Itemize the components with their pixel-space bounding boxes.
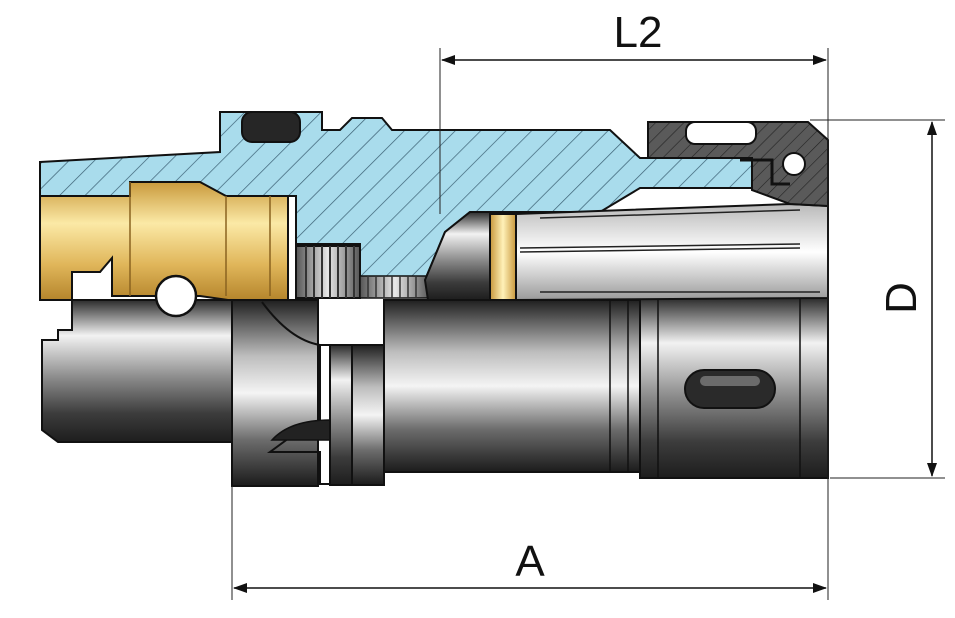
label-d: D — [877, 282, 926, 314]
shank-exterior — [41, 299, 233, 443]
keyway — [241, 111, 301, 143]
collet-brass-ring — [489, 213, 517, 301]
screw-threads — [305, 246, 355, 298]
extension-lines — [231, 48, 945, 600]
internal-thread — [359, 275, 431, 299]
collet-slits — [519, 209, 820, 293]
label-l2: L2 — [614, 8, 663, 57]
nut-slot — [685, 121, 757, 145]
nut-ball — [782, 152, 806, 176]
flange-exterior — [231, 299, 319, 487]
wrench-slot — [684, 369, 776, 409]
v-groove-ring-1 — [329, 344, 353, 486]
nut-ring — [740, 158, 790, 186]
locking-ball — [154, 274, 198, 318]
label-a: A — [515, 537, 545, 586]
v-groove-ring-2 — [351, 344, 385, 486]
flange-groove — [261, 301, 331, 485]
body-exterior — [383, 299, 641, 473]
